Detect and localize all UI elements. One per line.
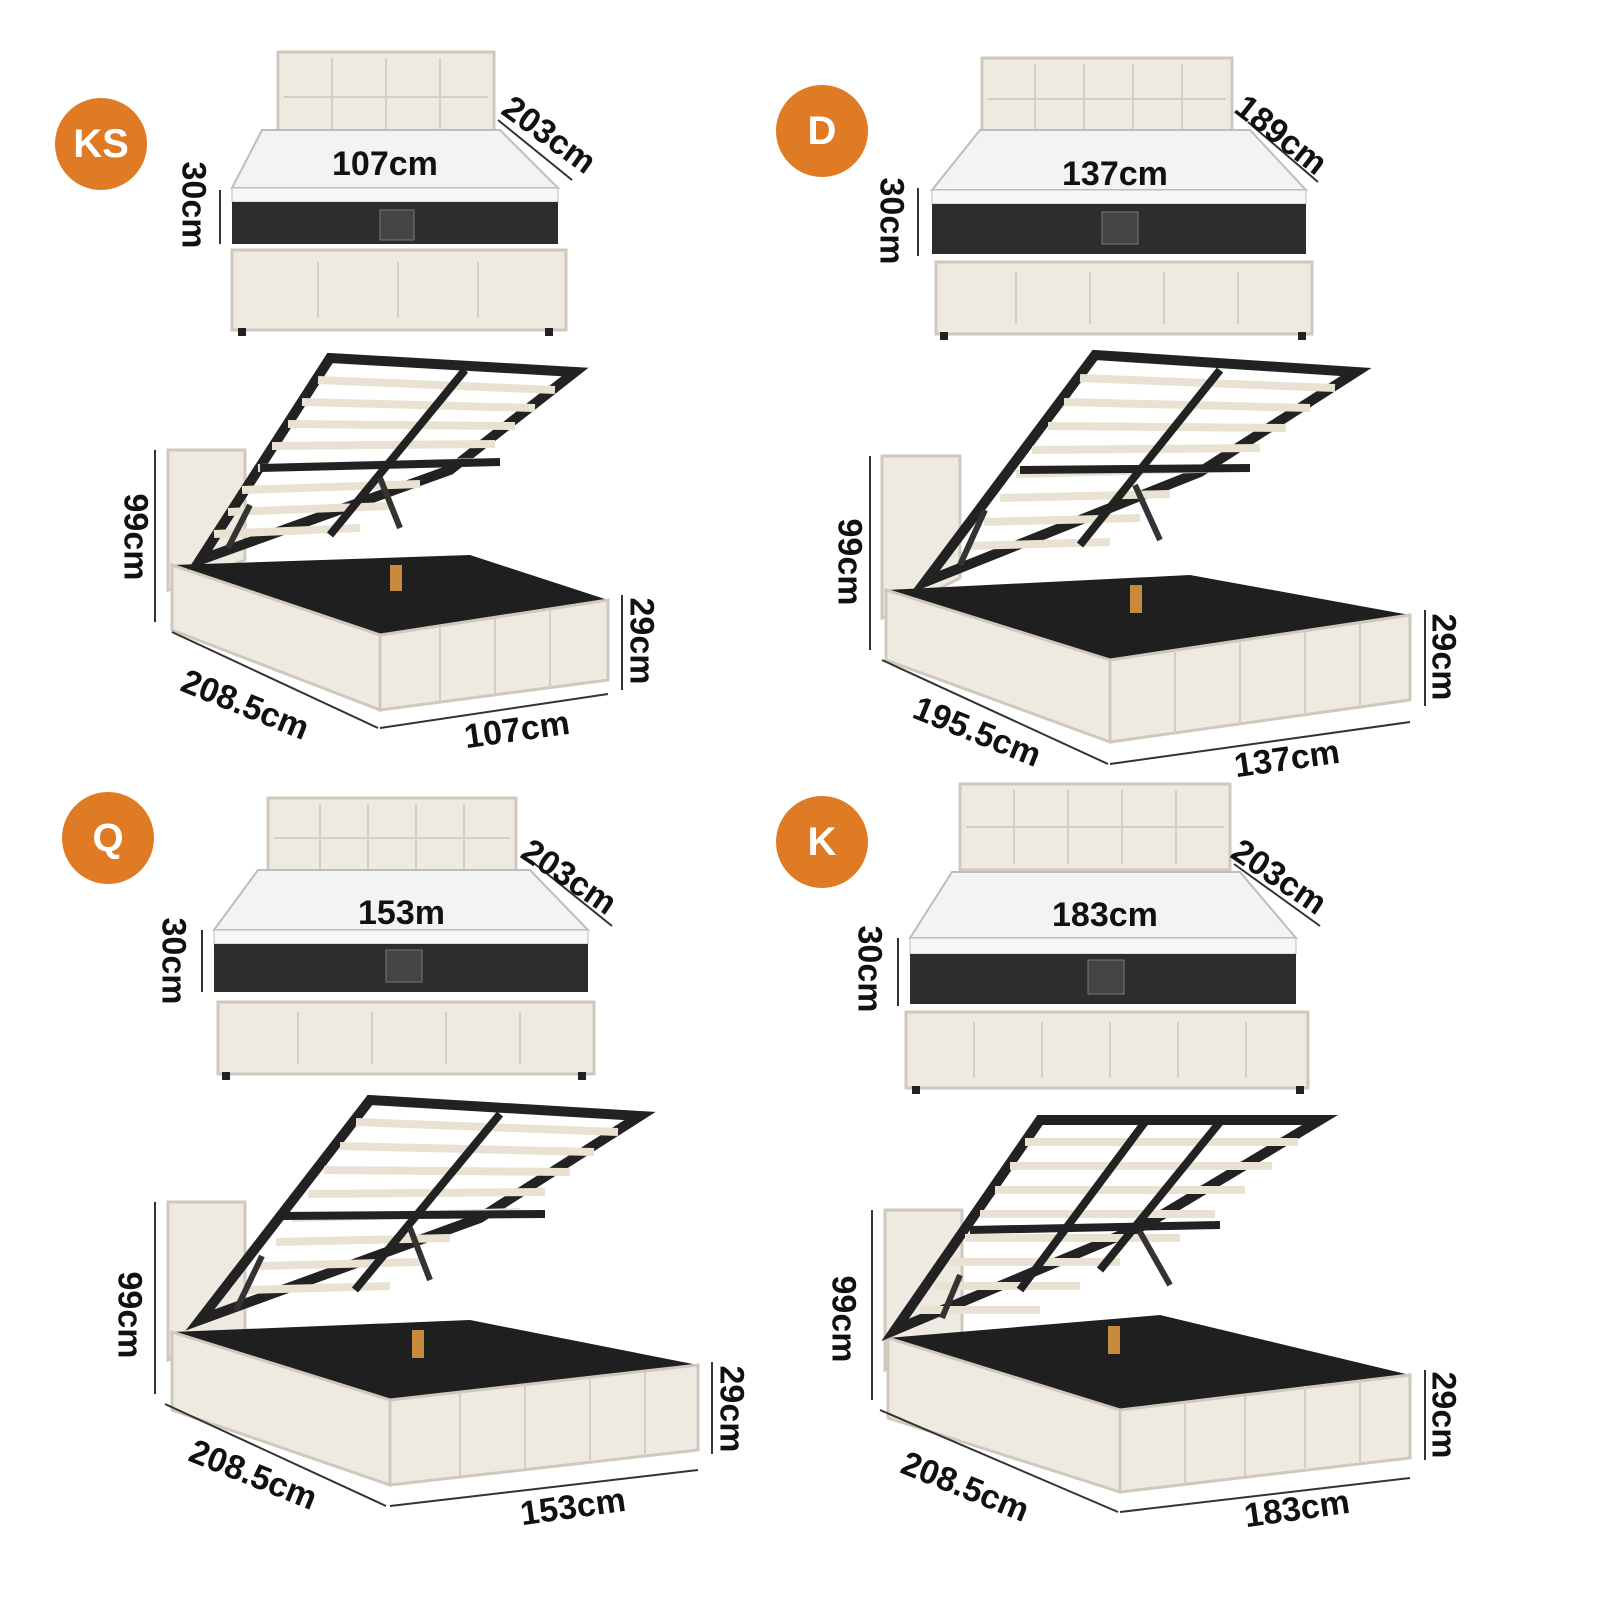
mattress-height-label: 30cm bbox=[174, 161, 213, 249]
mattress-width-label: 137cm bbox=[1062, 155, 1168, 193]
size-panel-q: Q bbox=[0, 770, 800, 1570]
frame-side-height-label: 29cm bbox=[622, 597, 661, 685]
mattress-width-label: 183cm bbox=[1052, 896, 1158, 934]
frame-height-label: 99cm bbox=[830, 518, 869, 606]
ottoman-bed-open-image bbox=[154, 1094, 713, 1507]
size-badge: Q bbox=[62, 792, 154, 884]
bed-with-mattress-image bbox=[201, 796, 613, 1080]
size-panel-d: D bbox=[720, 0, 1520, 800]
frame-side-height-label: 29cm bbox=[1424, 613, 1463, 701]
mattress-height-label: 30cm bbox=[154, 917, 193, 1005]
ottoman-bed-open-image bbox=[871, 1115, 1426, 1513]
mattress-height-label: 30cm bbox=[850, 925, 889, 1013]
ottoman-bed-open-image bbox=[869, 349, 1426, 765]
size-badge: K bbox=[776, 796, 868, 888]
mattress-height-label: 30cm bbox=[872, 177, 911, 265]
ottoman-bed-open-image bbox=[154, 352, 623, 729]
frame-height-label: 99cm bbox=[116, 493, 155, 581]
size-panel-ks: KS bbox=[0, 0, 800, 800]
frame-side-height-label: 29cm bbox=[1424, 1371, 1463, 1459]
mattress-width-label: 153m bbox=[358, 894, 445, 932]
size-panel-k: K bbox=[720, 770, 1520, 1570]
mattress-width-label: 107cm bbox=[332, 145, 438, 183]
bed-with-mattress-image bbox=[917, 56, 1319, 340]
size-badge: KS bbox=[55, 98, 147, 190]
bed-with-mattress-image bbox=[219, 50, 573, 336]
size-badge: D bbox=[776, 85, 868, 177]
frame-height-label: 99cm bbox=[110, 1271, 149, 1359]
bed-with-mattress-image bbox=[897, 782, 1321, 1094]
frame-height-label: 99cm bbox=[824, 1275, 863, 1363]
